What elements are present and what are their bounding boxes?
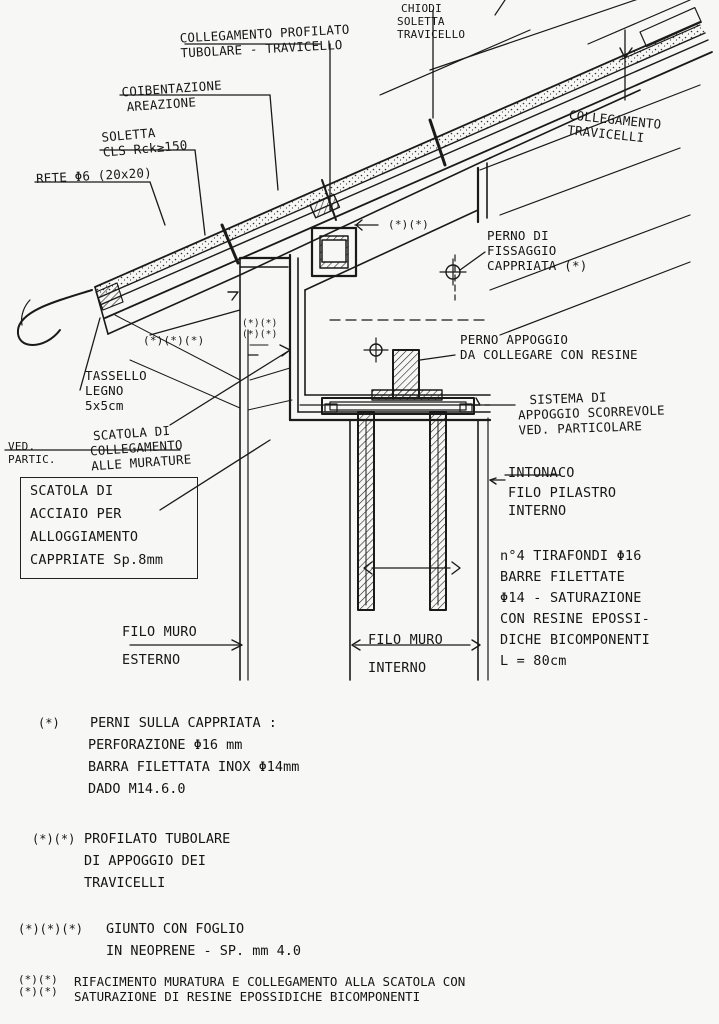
pin-crosshairs — [363, 258, 467, 363]
note-1: (*)PERNI SULLA CAPPRIATA : PERFORAZIONE … — [38, 712, 299, 800]
support-pin — [321, 349, 475, 415]
label-filo-muro-esterno: FILO MURO ESTERNO — [122, 624, 197, 668]
roof-slab-layers — [94, 0, 713, 335]
label-chiodi: CHIODI SOLETTA TRAVICELLO — [397, 2, 466, 41]
wall-lines — [114, 84, 701, 681]
note-3-marker: (*)(*)(*) — [18, 922, 84, 936]
label-filo-pilastro: FILO PILASTRO INTERNO — [508, 485, 617, 519]
label-marker-triple: (*)(*)(*) — [143, 334, 205, 347]
arrowheads — [227, 47, 633, 651]
label-tassello: TASSELLO LEGNO 5x5cm — [85, 368, 147, 413]
steel-box — [238, 162, 492, 422]
label-intonaco: INTONACO — [508, 465, 575, 481]
note-2: (*)(*)PROFILATO TUBOLARE DI APPOGGIO DEI… — [32, 828, 230, 894]
note-4-marker: (*)(*) (*)(*) — [18, 973, 58, 998]
anchor-bars — [357, 411, 447, 611]
steel-box-label-frame — [20, 477, 198, 579]
label-perno-appoggio: PERNO APPOGGIO DA COLLEGARE CON RESINE — [460, 332, 638, 362]
label-ved-partic: VED. PARTIC. — [8, 440, 56, 466]
gutter-hook — [16, 289, 93, 346]
label-perno-fissaggio: PERNO DI FISSAGGIO CAPPRIATA (*) — [487, 228, 588, 273]
label-scatola-collegamento: SCATOLA DI COLLEGAMENTO ALLE MURATURE — [89, 422, 192, 474]
note-1-marker: (*) — [38, 716, 60, 730]
label-tirafondi: n°4 TIRAFONDI Φ16 BARRE FILETTATE Φ14 - … — [500, 548, 650, 669]
label-filo-muro-interno: FILO MURO INTERNO — [368, 632, 443, 676]
label-scatola-acciaio: SCATOLA DI ACCIAIO PER ALLOGGIAMENTO CAP… — [30, 483, 164, 568]
label-marker-double: (*)(*) — [388, 218, 429, 231]
label-sistema-appoggio: SISTEMA DI APPOGGIO SCORREVOLE VED. PART… — [517, 389, 666, 438]
note-4: (*)(*) (*)(*) RIFACIMENTO MURATURA E COL… — [18, 973, 466, 1005]
leader-lines — [4, 9, 626, 646]
label-marker-quad: (*)(*) (*)(*) — [242, 318, 278, 340]
note-3: (*)(*)(*)GIUNTO CON FOGLIO IN NEOPRENE -… — [18, 918, 301, 962]
note-2-marker: (*)(*) — [32, 832, 76, 846]
